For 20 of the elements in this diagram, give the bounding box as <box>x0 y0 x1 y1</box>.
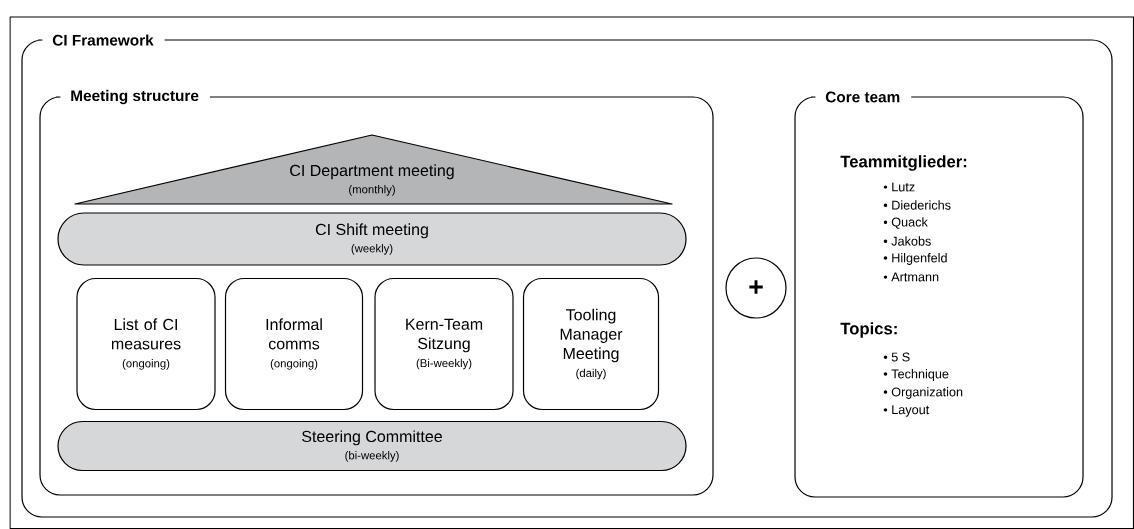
list-item: • Jakobs <box>883 236 931 246</box>
list-item: • 5 S <box>883 352 910 362</box>
core-team-panel: Core team Teammitglieder: • Lutz • Diederichs • Quack • Jakobs • Hilgenfeld • Artmann Topics: • 5 S • Technique • Organization • Layout <box>794 91 1084 498</box>
list-item: • Lutz <box>883 182 915 192</box>
meeting-box: Informal comms (ongoing) <box>224 277 364 411</box>
list-item: • Artmann <box>883 272 939 282</box>
list-item: • Hilgenfeld <box>883 253 947 265</box>
meeting-box: Tooling Manager Meeting (daily) <box>522 277 660 411</box>
list-item: • Layout <box>883 405 930 417</box>
list-item: • Technique <box>883 369 949 381</box>
list-heading: Topics: <box>840 322 897 338</box>
shift-meeting-bar: CI Shift meeting (weekly) <box>57 212 687 266</box>
list-item: • Quack <box>883 217 928 229</box>
meeting-box: List of CI measures (ongoing) <box>76 277 216 411</box>
list-item: • Organization <box>883 387 963 399</box>
meeting-box: Kern-Team Sitzung (Bi-weekly) <box>374 277 514 411</box>
list-heading: Teammitglieder: <box>840 155 967 171</box>
roof-triangle: CI Department meeting (monthly) <box>74 134 673 205</box>
steering-committee-bar: Steering Committee (bi-weekly) <box>57 420 687 472</box>
list-item: • Diederichs <box>883 200 951 210</box>
